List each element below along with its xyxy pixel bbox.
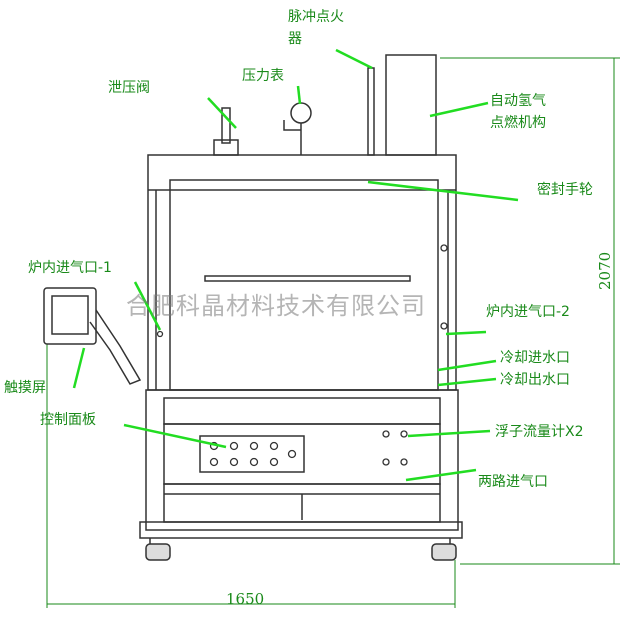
label-inner-inlet-1: 炉内进气口-1 [28,260,112,276]
company-watermark: 合肥科晶材料技术有限公司 [126,292,426,320]
dimension-height: 2070 [596,251,614,290]
label-cooling-water-out: 冷却出水口 [500,372,570,388]
label-touch-screen: 触摸屏 [4,380,46,396]
leader-lines [72,48,519,482]
label-control-panel: 控制面板 [40,412,96,428]
label-pulse-igniter: 脉冲点火 器 [288,9,344,47]
dimension-width: 1650 [226,590,265,608]
panel-buttons [156,244,448,467]
label-dual-inlet: 两路进气口 [478,474,548,490]
label-inner-inlet-2: 炉内进气口-2 [486,304,570,320]
label-seal-handwheel: 密封手轮 [537,182,593,198]
label-pressure-gauge: 压力表 [242,68,284,84]
label-cooling-water-in: 冷却进水口 [500,350,570,366]
caster-wheels [145,543,457,561]
label-relief-valve: 泄压阀 [108,80,150,96]
dimension-lines [46,57,620,608]
label-auto-h2-ignition: 自动氢气 点燃机构 [490,93,546,131]
label-flowmeter: 浮子流量计X2 [495,424,584,440]
